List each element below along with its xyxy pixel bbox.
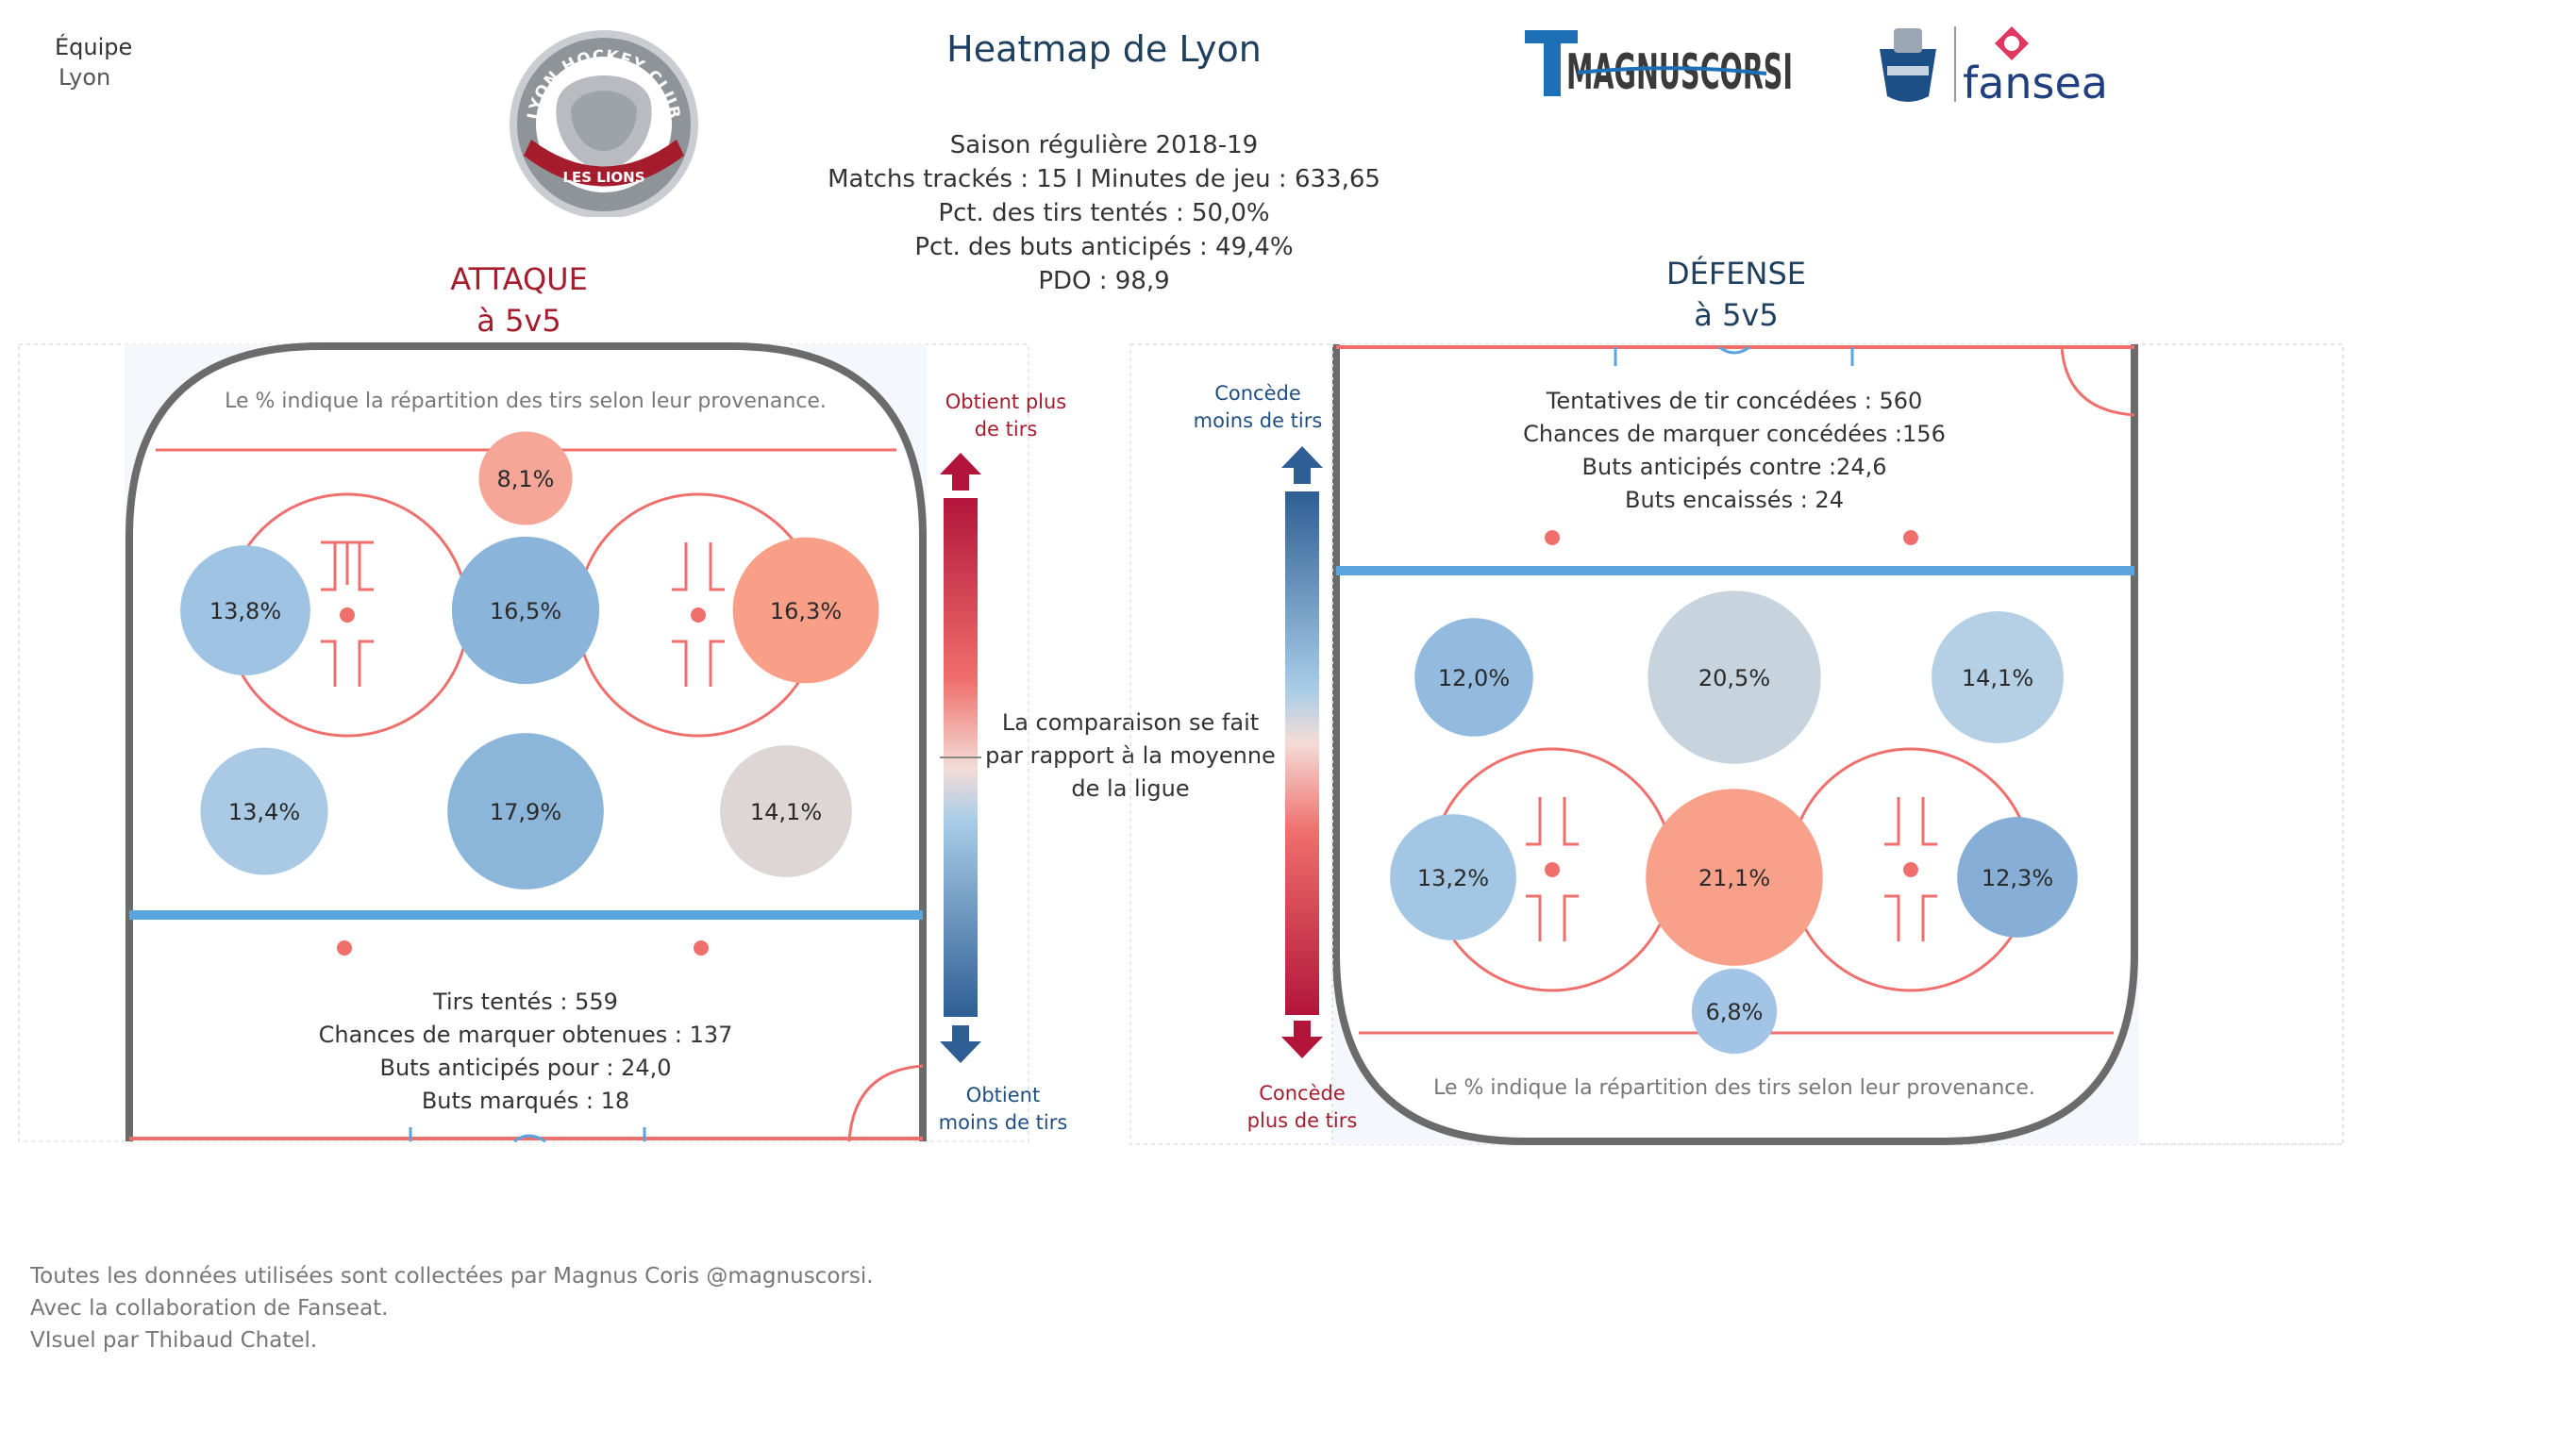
svg-text:Concède: Concède [1214,382,1301,405]
bubble-label: 13,4% [228,799,300,825]
bubble-right-low[interactable] [1957,817,2078,938]
svg-text:par rapport à la moyenne: par rapport à la moyenne [985,742,1276,769]
svg-text:Concède: Concède [1259,1082,1346,1105]
bubble-slot[interactable] [447,733,604,890]
season-stats: Saison régulière 2018-19 Matchs trackés … [774,128,1434,298]
bubble-label: 12,3% [1982,865,2053,891]
page-title: Heatmap de Lyon [946,28,1262,70]
fanseat-icon [1995,26,2029,60]
bubble-label: 13,2% [1417,865,1489,891]
summary-line: Tentatives de tir concédées : 560 [1546,388,1923,414]
svg-text:moins de tirs: moins de tirs [1194,409,1323,432]
svg-text:de tirs: de tirs [975,418,1038,441]
bubble-left-point[interactable] [180,545,310,675]
bubble-label: 20,5% [1698,665,1770,691]
bubble-right-point[interactable] [732,537,879,684]
bubble-label: 12,0% [1438,665,1510,691]
arrow-down-icon [1281,1021,1323,1058]
attack-summary: Tirs tentés : 559 Chances de marquer obt… [319,989,733,1114]
summary-line: Chances de marquer concédées :156 [1523,421,1946,447]
bubble-label: 17,9% [490,799,561,825]
bubble-label: 14,1% [1962,665,2033,691]
sponsor-logos: MAGNUSCORSI fanseat [1525,26,2106,106]
bubble-right-point[interactable] [1932,611,2064,743]
summary-line: Buts anticipés pour : 24,0 [380,1055,672,1081]
defense-title: DÉFENSE à 5v5 [1666,256,1806,333]
attack-note: Le % indique la répartition des tirs sel… [225,390,827,413]
bubble-right-low[interactable] [720,745,852,877]
footer-line: VIsuel par Thibaud Chatel. [30,1328,318,1353]
bubble-label: 8,1% [497,466,555,492]
svg-text:fanseat: fanseat [1963,58,2106,106]
attack-panel: Le % indique la répartition des tirs sel… [18,342,1029,1143]
bubble-label: 16,5% [490,598,561,624]
league-trophy-icon [1880,28,1936,102]
stat-line: Saison régulière 2018-19 [949,131,1259,159]
stat-line: PDO : 98,9 [1038,267,1170,295]
defense-bubbles: 12,0% 20,5% 14,1% 13,2% 21,1% 12,3% 6,8% [1390,590,2078,1055]
bubble-label: 21,1% [1698,865,1770,891]
stat-line: Pct. des buts anticipés : 49,4% [914,233,1294,261]
svg-text:LES LIONS: LES LIONS [562,169,644,186]
bubble-label: 13,8% [209,598,281,624]
bubble-slot[interactable] [1646,789,1823,966]
svg-text:Obtient: Obtient [966,1084,1040,1106]
arrow-up-icon [940,453,981,491]
bubble-left-low[interactable] [1390,814,1516,940]
arrow-up-icon [1281,446,1323,484]
stat-line: Pct. des tirs tentés : 50,0% [938,199,1270,227]
summary-line: Buts anticipés contre :24,6 [1582,454,1887,480]
svg-text:Obtient plus: Obtient plus [945,391,1066,413]
bubble-center-high[interactable] [451,536,600,685]
bubble-left-point[interactable] [1414,618,1533,737]
team-filter-label: Équipe [55,34,133,60]
attack-color-legend: Obtient plus de tirs Obtient moins de ti… [939,391,1068,1134]
defense-color-legend: Concède moins de tirs Concède plus de ti… [1194,344,1358,1144]
defense-note: Le % indique la répartition des tirs sel… [1433,1076,2035,1100]
arrow-down-icon [940,1025,981,1063]
svg-text:moins de tirs: moins de tirs [939,1111,1068,1134]
defense-summary: Tentatives de tir concédées : 560 Chance… [1523,388,1946,513]
footer-line: Avec la collaboration de Fanseat. [30,1296,389,1321]
team-filter-value[interactable]: Lyon [59,64,111,91]
bubble-center-point[interactable] [1648,590,1821,764]
summary-line: Chances de marquer obtenues : 137 [319,1022,733,1048]
footer-credits: Toutes les données utilisées sont collec… [30,1260,874,1356]
attack-bubbles: 8,1% 13,8% 16,5% 16,3% 13,4% 17,9% 14,1% [180,431,879,890]
bubble-crease[interactable] [1691,968,1778,1055]
summary-line: Buts encaissés : 24 [1625,487,1844,513]
bubble-label: 14,1% [750,799,822,825]
svg-text:plus de tirs: plus de tirs [1247,1109,1358,1132]
attack-title: ATTAQUE à 5v5 [450,261,588,339]
summary-line: Buts marqués : 18 [422,1088,629,1114]
bubble-slot-high[interactable] [478,431,573,525]
lyon-club-logo: LYON HOCKEY CLUB LES LIONS [510,30,698,217]
bubble-label: 6,8% [1706,999,1764,1025]
defense-panel: Tentatives de tir concédées : 560 Chance… [1129,343,2344,1145]
footer-line: Toutes les données utilisées sont collec… [30,1264,874,1289]
summary-line: Tirs tentés : 559 [432,989,618,1015]
stat-line: Matchs trackés : 15 I Minutes de jeu : 6… [828,165,1380,193]
bubble-left-low[interactable] [200,747,328,875]
bubble-label: 16,3% [770,598,842,624]
